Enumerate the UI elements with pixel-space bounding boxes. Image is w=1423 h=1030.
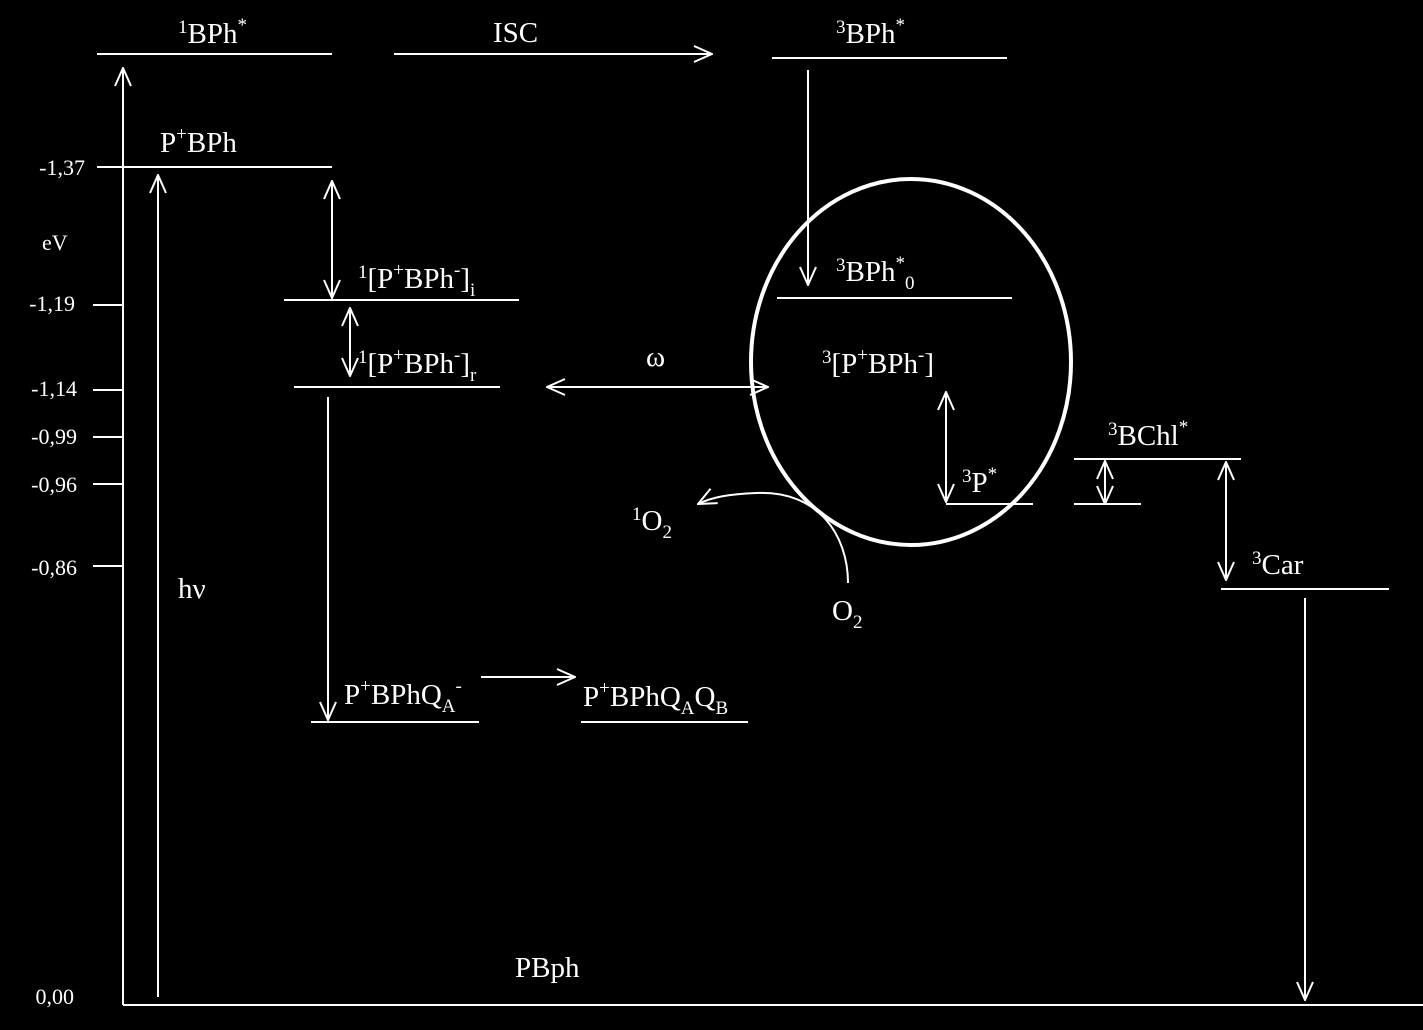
- label-omega: ω: [646, 341, 665, 373]
- tick-label-0-96: -0,96: [31, 472, 77, 497]
- label-triplet-bph0: 3BPh*0: [836, 253, 914, 294]
- label-hv: hν: [178, 573, 206, 605]
- label-p-bph-qa: P+BPhQA-: [344, 676, 462, 717]
- label-p-plus-bph: P+BPh: [160, 124, 237, 159]
- tick-label-0-00: 0,00: [36, 984, 75, 1009]
- label-triplet-bph: 3BPh*: [836, 15, 905, 50]
- label-rp-r: 1[P+BPh-]r: [358, 345, 477, 386]
- label-oxygen: O2: [832, 595, 862, 633]
- tick-label-1-19: -1,19: [29, 291, 75, 316]
- label-triplet-car: 3Car: [1252, 548, 1304, 581]
- tick-label-1-14: -1,14: [31, 376, 77, 401]
- triplet-radical-pair-circle: [749, 177, 1073, 547]
- oxygen-quench-arrow: [698, 493, 849, 584]
- label-triplet-p: 3P*: [962, 464, 997, 499]
- label-singlet-bph: 1BPh*: [178, 15, 247, 50]
- label-isc: ISC: [493, 17, 538, 49]
- axis-unit-label: eV: [42, 230, 68, 255]
- label-triplet-bchl: 3BChl*: [1108, 417, 1188, 452]
- label-rp-i: 1[P+BPh-]i: [358, 260, 475, 301]
- tick-label-0-99: -0,99: [31, 424, 77, 449]
- label-p-bph-qa-qb: P+BPhQAQB: [583, 678, 728, 719]
- tick-label-0-86: -0,86: [31, 555, 77, 580]
- label-ground-state: PBph: [515, 952, 580, 984]
- label-singlet-oxygen: 1O2: [632, 504, 672, 543]
- tick-label-1-37: -1,37: [39, 155, 85, 180]
- label-triplet-radical-pair: 3[P+BPh-]: [822, 345, 934, 380]
